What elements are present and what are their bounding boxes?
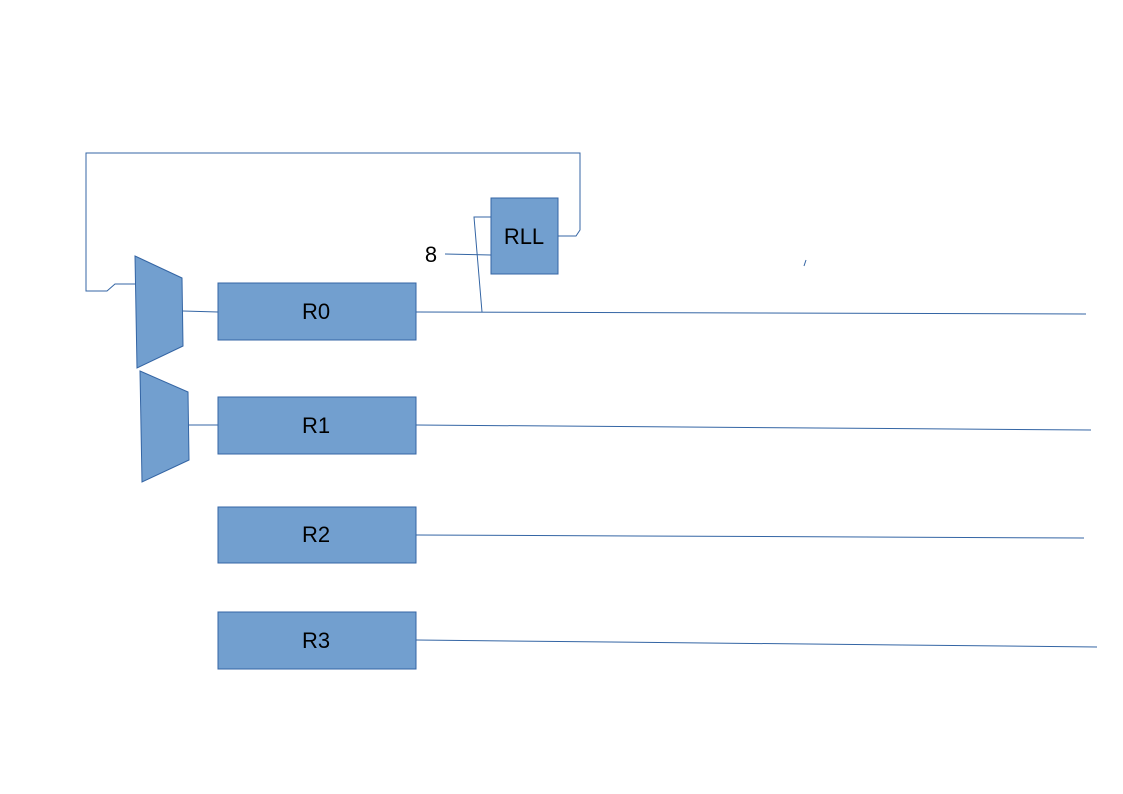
feedback-wire [85,152,581,292]
r2-output-bus [415,534,1085,539]
register-r3-label: R3 [302,628,330,653]
mux-1 [139,370,190,483]
r3-output-bus [415,639,1098,648]
r1-output-bus [415,424,1092,431]
register-r2-label: R2 [302,522,330,547]
register-r2: R2 [217,506,417,564]
shift-amount-wire [444,253,492,256]
shift-amount-label: 8 [425,242,437,267]
register-r1-label: R1 [302,413,330,438]
register-r3: R3 [217,611,417,670]
mux-0 [134,255,184,369]
register-r1: R1 [217,396,417,455]
r0-to-rll-wire [473,216,491,313]
stray-mark [803,259,807,267]
register-r0-label: R0 [302,299,330,324]
rll-block: RLL [490,197,559,275]
mux0-to-r0-wire [182,310,219,313]
rll-label: RLL [504,224,544,249]
register-r0: R0 [217,282,417,341]
r0-output-bus [415,311,1087,315]
